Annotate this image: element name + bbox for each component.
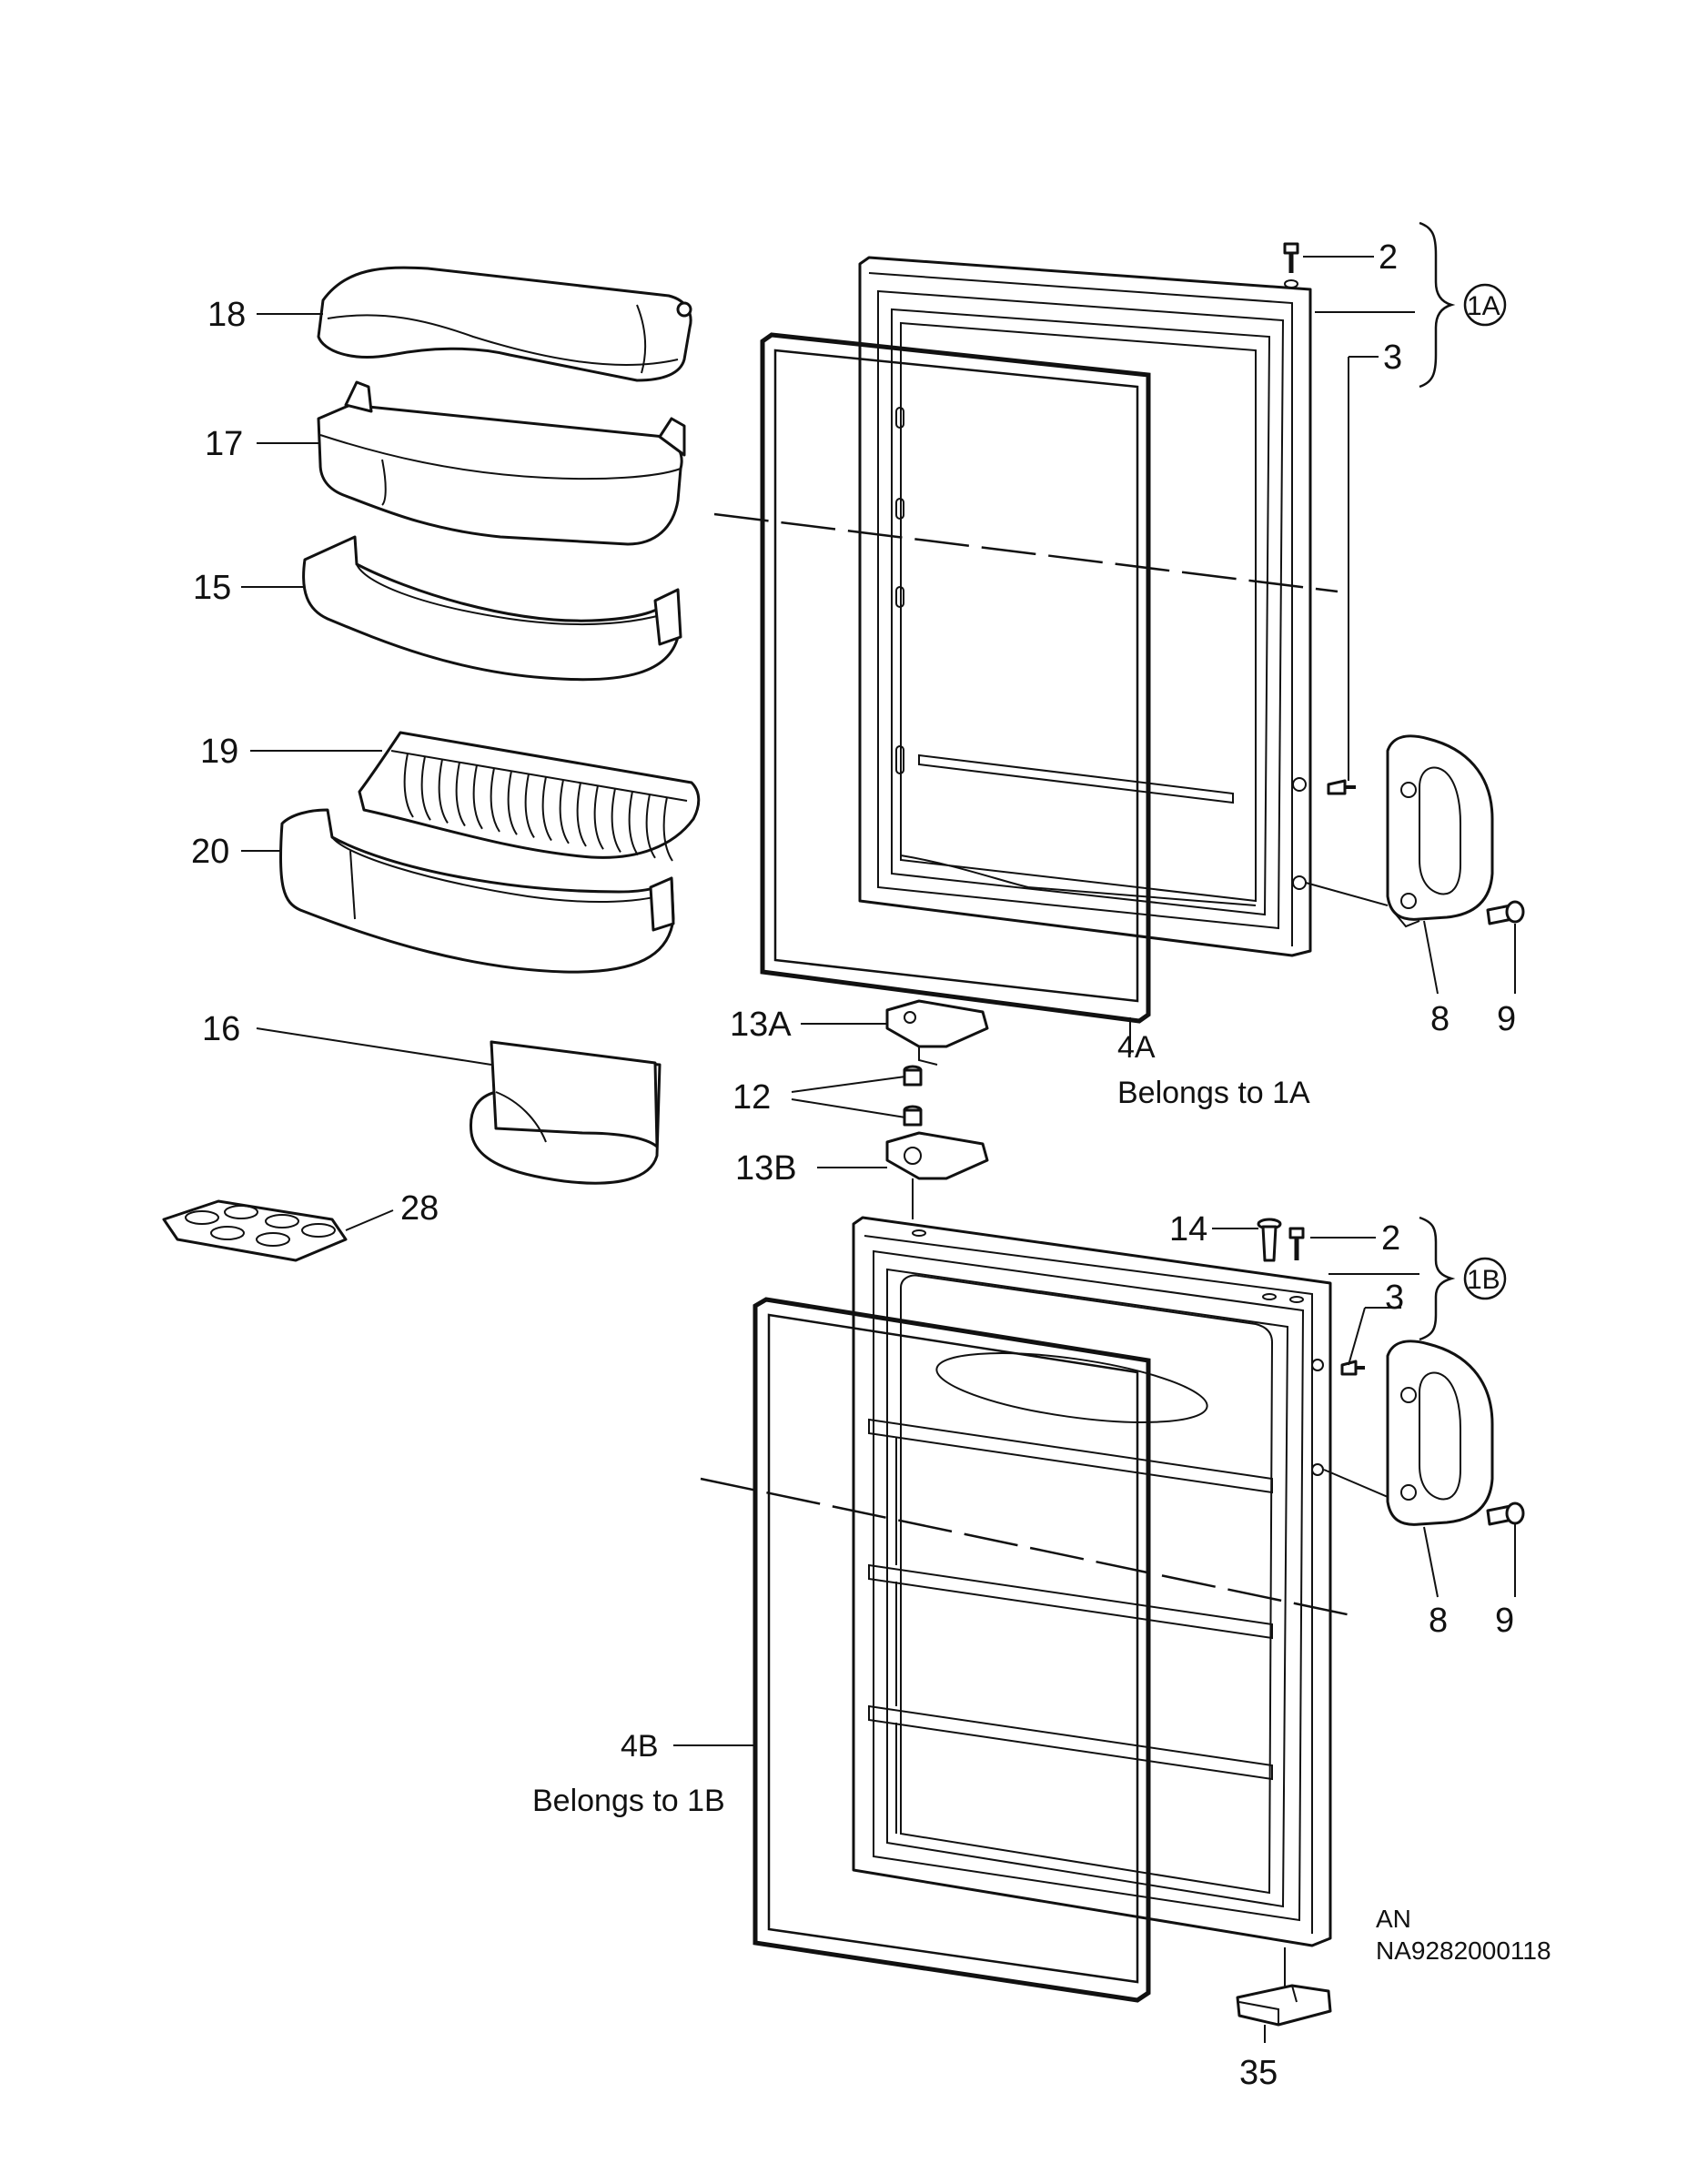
rib bbox=[576, 782, 587, 847]
label-9-bottom: 9 bbox=[1495, 1602, 1514, 1640]
label-1a: 1A bbox=[1467, 291, 1500, 321]
door-1a-freezer bbox=[858, 256, 1312, 957]
part-16-small-bin bbox=[469, 1040, 662, 1185]
rib bbox=[628, 791, 639, 856]
part-2-screw-bottom bbox=[1288, 1227, 1305, 1260]
label-8-bottom: 8 bbox=[1429, 1602, 1448, 1640]
part-9-screw-bottom bbox=[1486, 1502, 1525, 1526]
label-8-top: 8 bbox=[1430, 1000, 1450, 1038]
part-13a-hinge-upper bbox=[885, 999, 989, 1066]
gasket-4b bbox=[753, 1297, 1151, 2003]
label-3-bottom: 3 bbox=[1385, 1279, 1404, 1317]
rib bbox=[662, 796, 673, 862]
label-14: 14 bbox=[1169, 1210, 1207, 1249]
part-35-hinge-cover bbox=[1236, 1984, 1332, 2027]
rib bbox=[507, 771, 518, 835]
part-14-door-pin bbox=[1257, 1218, 1282, 1262]
part-28-egg-tray bbox=[162, 1199, 348, 1262]
part-18-shelf-cover bbox=[317, 266, 692, 382]
label-2-top: 2 bbox=[1379, 238, 1398, 277]
rib bbox=[524, 774, 535, 838]
label-12: 12 bbox=[732, 1078, 771, 1117]
label-13a: 13A bbox=[730, 1006, 792, 1044]
rib bbox=[593, 785, 604, 850]
door-1b-fridge bbox=[852, 1216, 1332, 1947]
part-3-screw-top bbox=[1327, 779, 1356, 795]
part-8-handle-top bbox=[1386, 734, 1494, 928]
part-17-upper-door-shelf bbox=[317, 380, 686, 546]
drawing-code-line1: AN bbox=[1376, 1905, 1411, 1933]
part-8-handle-bottom bbox=[1386, 1340, 1494, 1526]
label-18: 18 bbox=[207, 296, 246, 334]
part-15-door-shelf bbox=[302, 535, 682, 682]
alignment-line-bottom bbox=[700, 1477, 1352, 1617]
rib bbox=[611, 788, 621, 853]
rib bbox=[472, 764, 483, 830]
rib bbox=[420, 756, 431, 821]
label-4b-note: Belongs to 1B bbox=[532, 1784, 725, 1818]
label-35: 35 bbox=[1239, 2054, 1278, 2092]
leader-lines bbox=[241, 256, 1516, 2043]
label-15: 15 bbox=[193, 569, 231, 607]
part-12-hinge-pin bbox=[903, 1065, 923, 1127]
rib bbox=[403, 753, 414, 818]
label-4b: 4B bbox=[621, 1729, 659, 1764]
label-9-top: 9 bbox=[1497, 1000, 1516, 1038]
drawing-code-line2: NA9282000118 bbox=[1376, 1936, 1551, 1965]
label-3-top: 3 bbox=[1383, 339, 1402, 377]
rib bbox=[645, 794, 656, 859]
label-1b: 1B bbox=[1467, 1265, 1500, 1295]
rib bbox=[541, 776, 552, 842]
rib bbox=[490, 767, 500, 833]
label-20: 20 bbox=[191, 833, 229, 871]
group-brace-1b bbox=[1419, 1216, 1507, 1341]
label-4a: 4A bbox=[1117, 1030, 1156, 1065]
rib bbox=[455, 762, 466, 827]
part-2-screw-top bbox=[1283, 242, 1299, 288]
rib bbox=[438, 759, 449, 824]
gasket-4a bbox=[760, 332, 1151, 1024]
part-3-screw-bottom bbox=[1340, 1360, 1365, 1376]
label-13b: 13B bbox=[735, 1149, 797, 1188]
part-9-screw-top bbox=[1486, 900, 1525, 925]
label-19: 19 bbox=[200, 733, 238, 771]
part-13b-hinge-middle bbox=[885, 1131, 989, 1219]
alignment-line-top bbox=[713, 512, 1338, 593]
label-28: 28 bbox=[400, 1189, 439, 1228]
rib bbox=[559, 779, 570, 844]
part-19-ribbed-shelf-insert bbox=[358, 731, 701, 862]
label-2-bottom: 2 bbox=[1381, 1219, 1400, 1258]
part-20-lower-door-shelf bbox=[278, 808, 675, 974]
label-4a-note: Belongs to 1A bbox=[1117, 1076, 1310, 1110]
label-16: 16 bbox=[202, 1010, 240, 1048]
label-17: 17 bbox=[205, 425, 243, 463]
group-brace-1a bbox=[1419, 221, 1507, 389]
